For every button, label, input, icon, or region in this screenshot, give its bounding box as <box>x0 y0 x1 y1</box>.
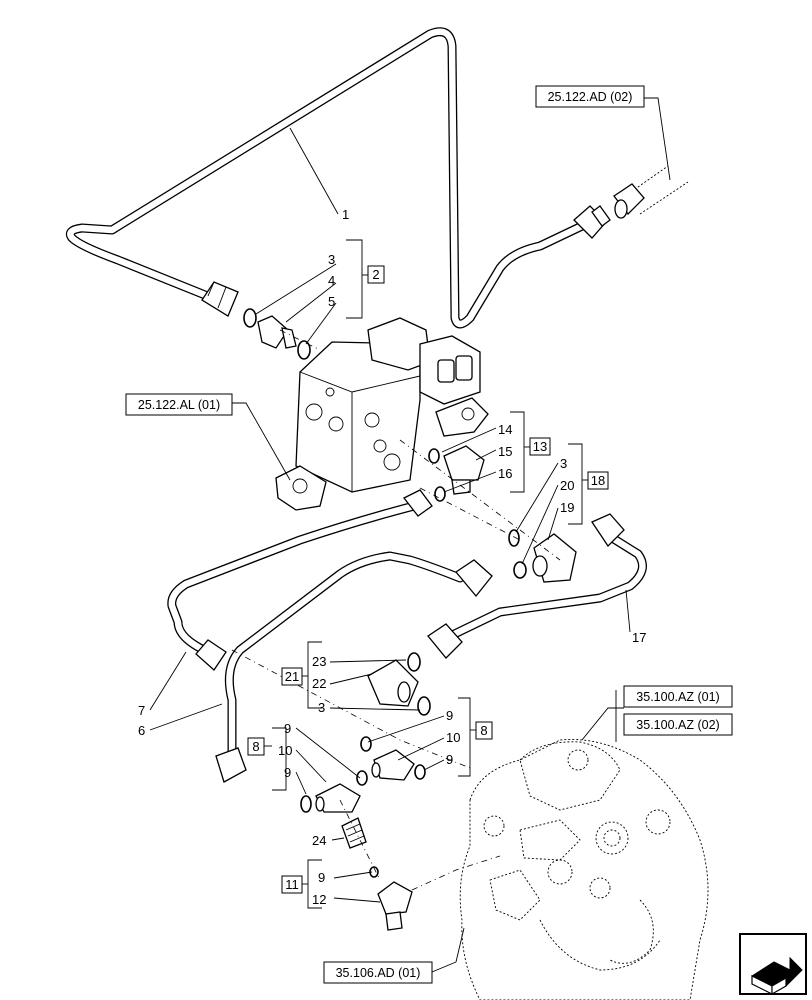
o-ring-9-d <box>300 795 312 813</box>
ref-box-35106ad01[interactable]: 35.106.AD (01) <box>323 961 433 984</box>
o-ring-20 <box>513 561 527 579</box>
o-ring-23 <box>407 652 421 672</box>
callout-17: 17 <box>632 630 646 645</box>
pipe-7 <box>167 489 433 671</box>
pipe-6 <box>215 551 493 783</box>
svg-text:35.100.AZ (01): 35.100.AZ (01) <box>636 690 719 704</box>
o-ring-5 <box>297 340 311 360</box>
svg-text:25.122.AD (02): 25.122.AD (02) <box>548 90 633 104</box>
callout-3-top: 3 <box>328 252 335 267</box>
group-box-8-right: 8 <box>475 721 493 740</box>
fitting-4 <box>257 315 297 349</box>
callout-16: 16 <box>498 466 512 481</box>
svg-text:11: 11 <box>285 877 299 892</box>
svg-text:25.122.AL (01): 25.122.AL (01) <box>138 398 220 412</box>
svg-text:21: 21 <box>285 669 299 684</box>
ref-box-25122al01[interactable]: 25.122.AL (01) <box>125 393 233 416</box>
callout-19: 19 <box>560 500 574 515</box>
svg-text:35.106.AD (01): 35.106.AD (01) <box>336 966 421 980</box>
callout-22: 22 <box>312 676 326 691</box>
callout-10-left: 10 <box>278 743 292 758</box>
adapter-24 <box>341 817 367 849</box>
callout-14: 14 <box>498 422 512 437</box>
ref-box-25122ad02[interactable]: 25.122.AD (02) <box>535 85 645 108</box>
arrow-navigation-icon[interactable] <box>739 933 807 996</box>
callout-3-right: 3 <box>560 456 567 471</box>
fitting-19 <box>532 533 577 583</box>
valve-block <box>275 317 489 511</box>
o-ring-14 <box>428 448 440 464</box>
callout-9-group-11: 9 <box>318 870 325 885</box>
fitting-22 <box>367 659 419 707</box>
o-ring-3-lower <box>417 696 431 716</box>
ref-box-35100az01[interactable]: 35.100.AZ (01) <box>623 685 733 708</box>
svg-text:18: 18 <box>591 473 605 488</box>
o-ring-9-c <box>356 770 368 786</box>
callout-3-lower: 3 <box>318 700 325 715</box>
group-box-11: 11 <box>281 875 303 894</box>
o-ring-16 <box>434 486 446 502</box>
o-ring-3-right <box>508 529 520 547</box>
o-ring-9-b <box>414 764 426 780</box>
svg-text:2: 2 <box>372 267 379 282</box>
pipe-1 <box>65 27 587 329</box>
svg-text:8: 8 <box>252 739 259 754</box>
pipe-17 <box>427 513 647 659</box>
o-ring-3 <box>243 308 257 328</box>
callout-12: 12 <box>312 892 326 907</box>
elbow-fitting-15 <box>443 445 485 495</box>
callout-7: 7 <box>138 703 145 718</box>
pipe-1-nut-right <box>573 205 611 239</box>
group-box-13: 13 <box>529 437 551 456</box>
group-box-21: 21 <box>281 667 303 686</box>
callout-1: 1 <box>342 207 349 222</box>
callout-20: 20 <box>560 478 574 493</box>
pipe-1-nut-left <box>201 281 239 317</box>
callout-10-right: 10 <box>446 730 460 745</box>
callout-4: 4 <box>328 273 335 288</box>
callout-9-left-bottom: 9 <box>284 765 291 780</box>
ref-leader-35106ad01 <box>431 961 457 973</box>
callout-23: 23 <box>312 654 326 669</box>
callout-9-right-bottom: 9 <box>446 752 453 767</box>
group-box-18: 18 <box>587 471 609 490</box>
adapter-fitting-top-right <box>613 183 645 219</box>
elbow-fitting-12 <box>377 881 413 931</box>
callout-9-right-top: 9 <box>446 708 453 723</box>
svg-text:8: 8 <box>480 723 487 738</box>
o-ring-9-a <box>360 736 372 752</box>
callout-9-left-top: 9 <box>284 721 291 736</box>
ref-box-35100az02[interactable]: 35.100.AZ (02) <box>623 713 733 736</box>
group-box-8-left: 8 <box>247 737 265 756</box>
callout-15: 15 <box>498 444 512 459</box>
callout-24: 24 <box>312 833 326 848</box>
callout-6: 6 <box>138 723 145 738</box>
tee-fitting-10-left <box>315 783 361 813</box>
callout-5: 5 <box>328 294 335 309</box>
svg-text:35.100.AZ (02): 35.100.AZ (02) <box>636 718 719 732</box>
svg-text:13: 13 <box>533 439 547 454</box>
tee-fitting-10-right <box>371 749 415 781</box>
group-box-2: 2 <box>367 265 385 284</box>
pump-housing <box>459 739 709 1000</box>
